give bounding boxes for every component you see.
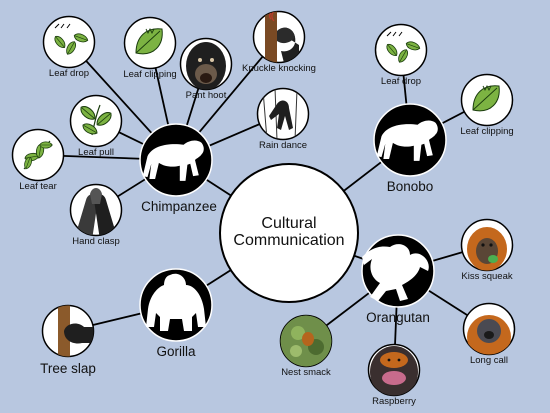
hand-on-trunk-icon [58,305,94,357]
chimp-in-rain-icon [262,88,298,140]
label-orangutan-nest-smack: Nest smack [281,367,331,378]
center-title-line1: Cultural [261,215,317,233]
leaf-branch-icon [22,140,53,171]
orangutan-node[interactable] [361,234,435,308]
bonobo-node[interactable] [373,103,447,177]
knuckle-knock-icon [265,11,299,63]
label-chimp-leaf-drop: Leaf drop [48,68,90,79]
chimp-knuckle-knocking-node[interactable] [252,7,306,67]
label-orangutan-kiss-squeak: Kiss squeak [461,271,513,282]
label-chimp-leaf-clipping: Leaf clipping [123,69,177,80]
species-label-chimpanzee: Chimpanzee [141,199,217,214]
bonobo-leaf-clipping-node[interactable] [460,73,514,127]
nest-icon [280,315,332,367]
label-chimp-pant-hoot: Pant hoot [185,90,227,101]
label-chimp-knuckle-knocking: Knuckle knocking [242,63,316,74]
chimp-hand-clasp-node[interactable] [69,183,123,241]
clipped-leaf-icon [135,27,163,55]
clipped-leaf-icon [472,84,500,112]
orangutan-kiss-squeak-node[interactable] [460,218,514,272]
chimp-leaf-tear-node[interactable] [11,128,65,182]
leaves-falling-icon [384,31,422,65]
label-bonobo-leaf-drop: Leaf drop [380,76,422,87]
chimp-rain-dance-node[interactable] [256,87,310,141]
label-chimp-leaf-tear: Leaf tear [19,181,57,192]
chimp-leaf-clipping-node[interactable] [123,16,177,70]
chimp-leaf-drop-node[interactable] [42,15,96,69]
label-orangutan-raspberry: Raspberry [372,396,416,407]
label-bonobo-leaf-clipping: Leaf clipping [460,126,514,137]
orangutan-nest-smack-node[interactable] [279,314,333,368]
chimpanzee-node[interactable] [139,123,213,197]
chimp-leaf-pull-node[interactable] [69,94,123,148]
label-chimp-hand-clasp: Hand clasp [72,236,120,247]
label-chimp-leaf-pull: Leaf pull [78,147,114,158]
orangutan-face-icon [467,227,507,271]
center-title-line2: Communication [233,232,345,249]
species-label-gorilla: Gorilla [156,344,196,359]
label-gorilla-tree-slap: Tree slap [40,361,96,376]
gorilla-tree-slap-node[interactable] [41,301,99,361]
label-orangutan-long-call: Long call [469,355,509,366]
orangutan-long-call-node[interactable] [462,302,516,360]
label-chimp-rain-dance: Rain dance [258,140,308,151]
gorilla-node[interactable] [139,268,213,342]
bonobo-leaf-drop-node[interactable] [374,23,428,77]
leaf-stem-icon [77,103,115,138]
species-label-orangutan: Orangutan [366,310,430,325]
orangutan-lips-icon [370,346,418,396]
chimp-face-icon [186,42,226,90]
hand-clasp-icon [74,188,118,236]
leaves-falling-icon [52,23,90,57]
center-circle [219,163,359,303]
chimp-pant-hoot-node[interactable] [179,37,233,91]
orangutan-raspberry-node[interactable] [367,343,421,399]
species-label-bonobo: Bonobo [386,179,434,194]
orangutan-face-icon [467,315,511,355]
center-title: Cultural Communication [233,215,345,250]
